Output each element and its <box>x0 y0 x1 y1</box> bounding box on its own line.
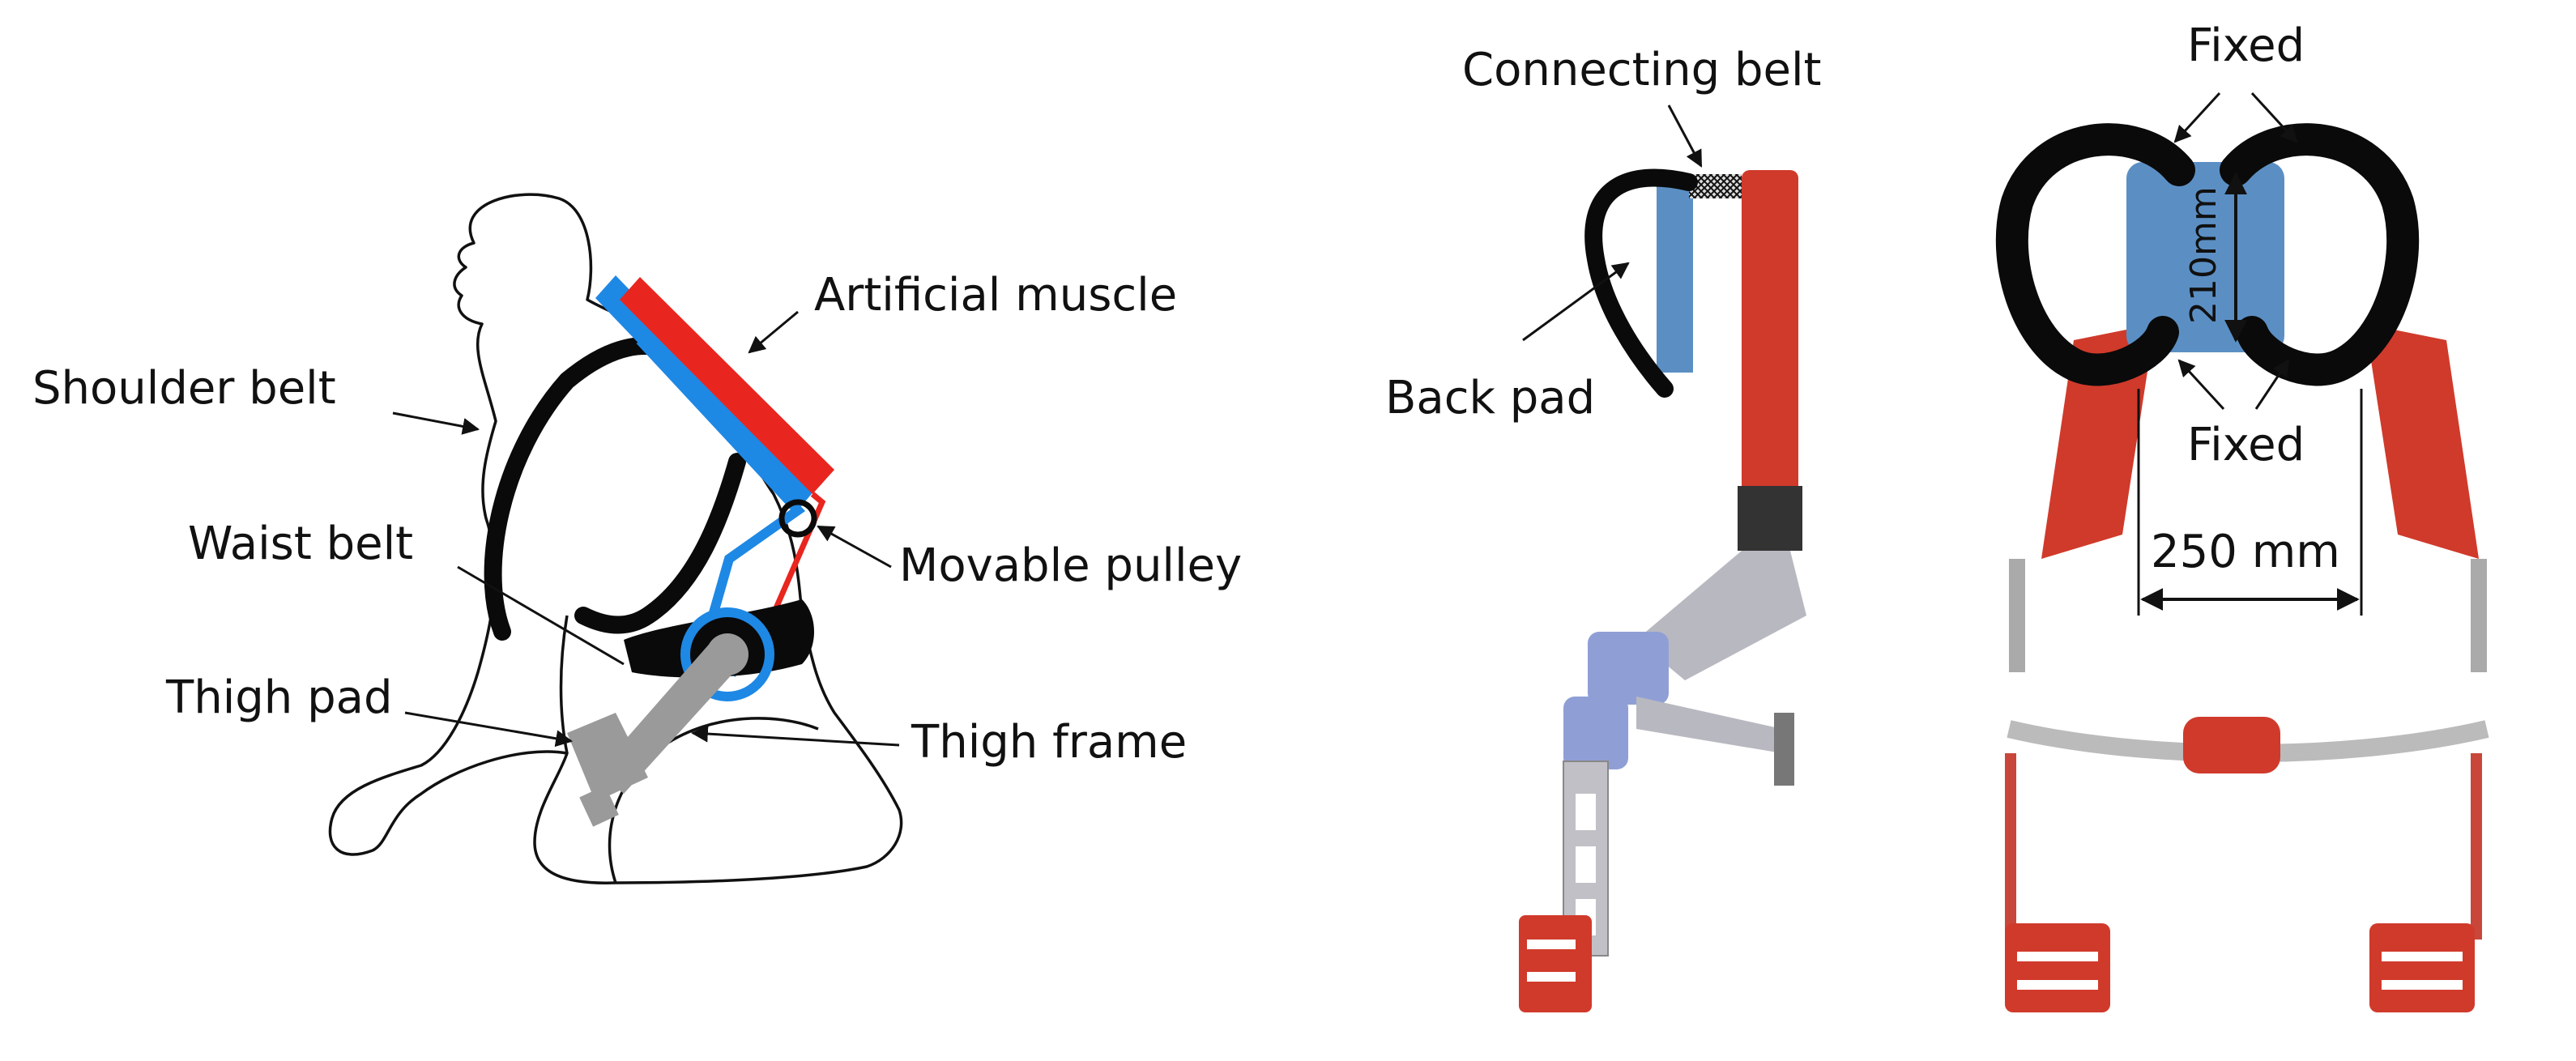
leader-shoulder-belt <box>392 411 480 435</box>
leader-thigh-pad <box>404 711 574 748</box>
front-actuator-right <box>2365 324 2479 559</box>
side-connecting-belt <box>1689 174 1742 198</box>
leader-connecting-belt <box>1667 104 1703 168</box>
side-frame-bracket <box>1774 713 1794 786</box>
hip-joint-ring <box>680 607 774 701</box>
thigh-pad-lower <box>579 785 619 827</box>
label-thigh-pad: Thigh pad <box>165 671 393 724</box>
movable-pulley-shape <box>778 499 817 538</box>
leader-movable-pulley <box>817 525 892 569</box>
label-artificial-muscle: Artificial muscle <box>814 269 1177 322</box>
front-strap-left <box>1995 123 2195 386</box>
label-dim-210: 210mm <box>2183 186 2224 324</box>
side-thigh-pad-slot-2 <box>1527 972 1576 982</box>
side-thigh-pad <box>1519 915 1592 1012</box>
front-frame-strut-left <box>2009 559 2025 672</box>
front-thigh-pad-right <box>2369 923 2475 1012</box>
side-frame-upper <box>1636 551 1806 680</box>
leader-waist-belt <box>457 565 625 666</box>
side-leg-slot-2 <box>1576 846 1596 883</box>
side-actuator-end <box>1738 486 1802 551</box>
front-waist-buckle <box>2183 717 2280 773</box>
label-shoulder-belt: Shoulder belt <box>32 362 336 415</box>
leader-fixed-top-left <box>2173 92 2221 143</box>
leader-artificial-muscle <box>748 310 799 354</box>
front-leg-right <box>2471 753 2482 940</box>
side-actuator <box>1742 170 1798 510</box>
shoulder-belt-back <box>574 453 746 634</box>
schematic-panel: Artificial muscle Shoulder belt Movable … <box>32 193 1242 884</box>
side-leg-slot-1 <box>1576 794 1596 830</box>
leader-fixed-bottom-right <box>2254 359 2290 410</box>
leader-back-pad <box>1522 262 1630 342</box>
side-thigh-pad-slot-1 <box>1527 940 1576 949</box>
side-frame-arm <box>1636 697 1782 753</box>
shoulder-belt-shape <box>484 337 673 641</box>
front-thigh-pad-right-slot-2 <box>2382 980 2463 990</box>
front-thigh-pad-right-slot-1 <box>2382 952 2463 961</box>
arm-outline <box>559 615 569 754</box>
label-fixed-bottom: Fixed <box>2187 419 2305 471</box>
label-waist-belt: Waist belt <box>188 518 413 570</box>
side-view-panel: Connecting belt Back pad <box>1385 44 1821 1012</box>
label-connecting-belt: Connecting belt <box>1462 44 1821 96</box>
leader-fixed-top-right <box>2250 92 2298 143</box>
front-frame-strut-right <box>2471 559 2487 672</box>
front-strap-right <box>2220 123 2420 386</box>
label-movable-pulley: Movable pulley <box>899 539 1242 592</box>
side-back-pad <box>1657 186 1693 373</box>
leader-thigh-frame <box>690 725 900 747</box>
side-shoulder-strap <box>1584 168 1698 398</box>
leader-fixed-bottom-left <box>2177 359 2225 411</box>
artificial-muscle-red <box>620 277 834 494</box>
side-joint-1 <box>1588 632 1669 705</box>
label-dim-250: 250 mm <box>2151 526 2340 578</box>
front-thigh-pad-left-slot-1 <box>2017 952 2098 961</box>
thigh-pad-shape <box>567 713 648 802</box>
front-thigh-pad-left-slot-2 <box>2017 980 2098 990</box>
label-fixed-top: Fixed <box>2187 19 2305 72</box>
artificial-muscle-blue <box>595 275 818 510</box>
side-joint-2 <box>1563 697 1628 769</box>
front-view-panel: 210mm 250 mm Fixed Fixed <box>1995 19 2489 1012</box>
label-thigh-frame: Thigh frame <box>911 716 1187 769</box>
front-thigh-pad-left <box>2005 923 2110 1012</box>
front-leg-left <box>2005 753 2016 940</box>
front-actuator-left <box>2041 324 2155 559</box>
label-back-pad: Back pad <box>1385 372 1595 424</box>
